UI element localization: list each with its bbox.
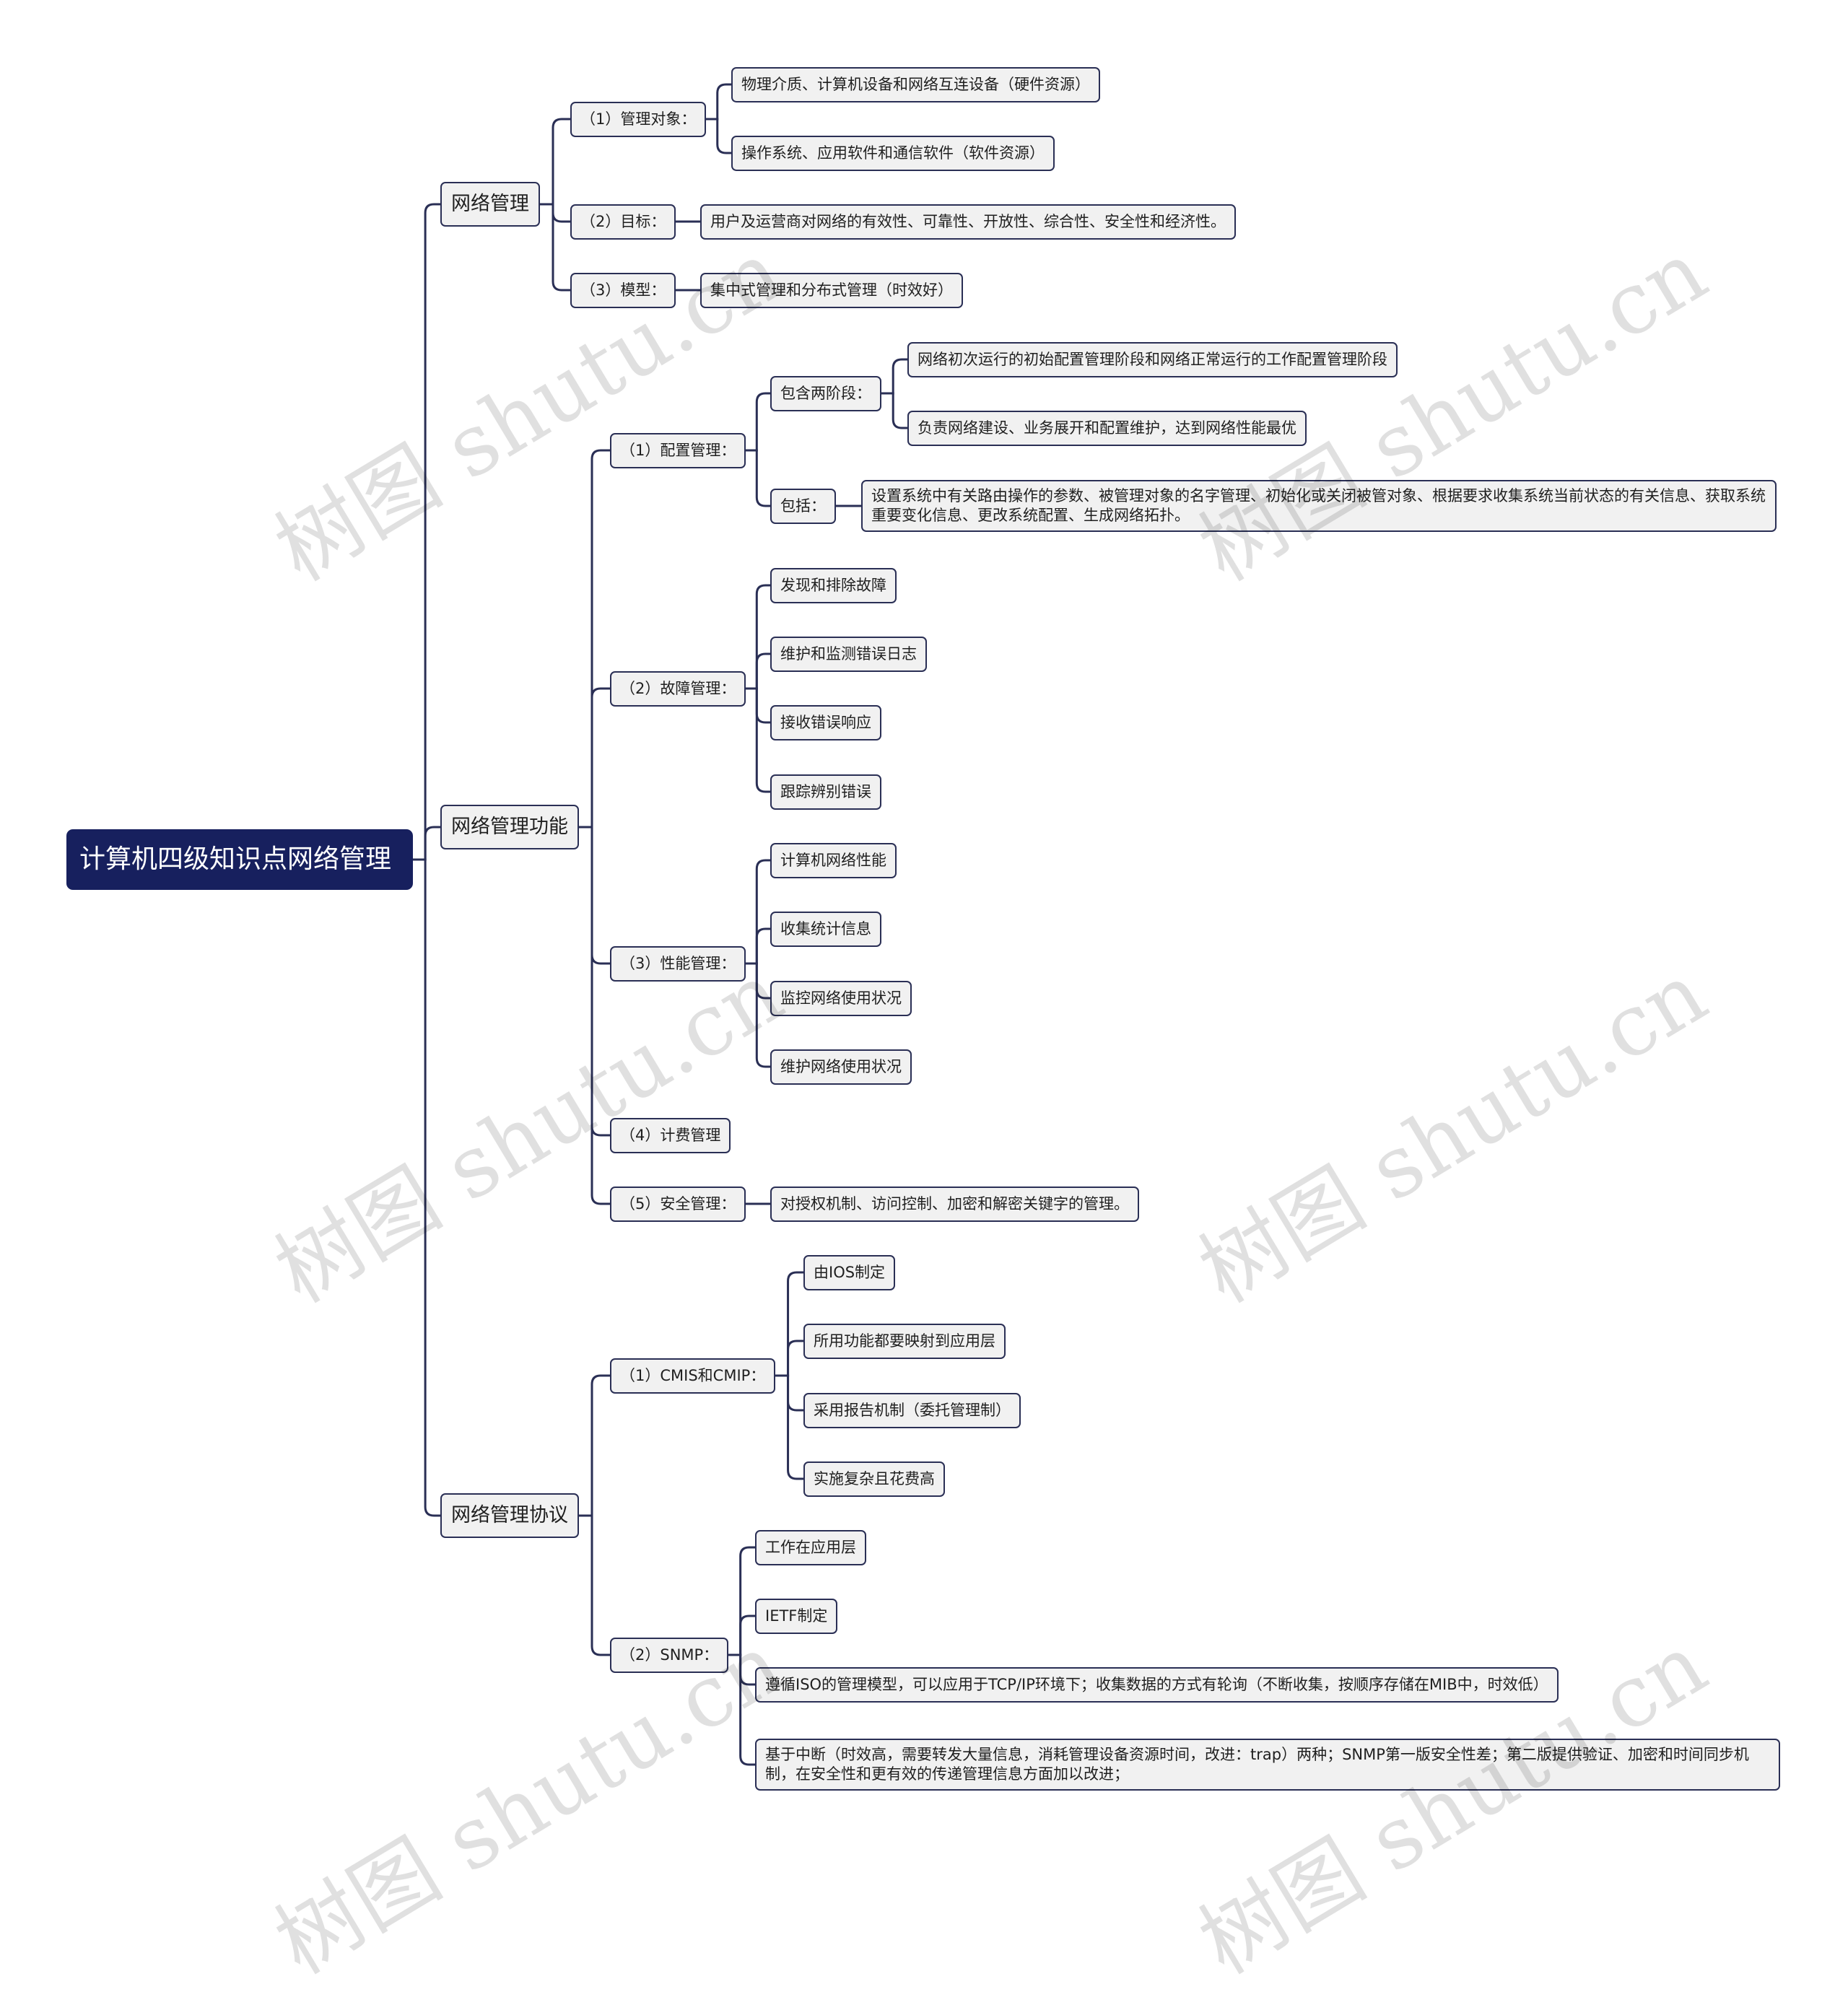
- node-0-2-0[interactable]: 集中式管理和分布式管理（时效好）: [700, 272, 963, 308]
- node-1-2-0[interactable]: 计算机网络性能: [770, 842, 897, 878]
- node-1-1[interactable]: （2）故障管理：: [610, 670, 746, 707]
- edge-1-0-0-1: [881, 392, 907, 429]
- edge-1-0: [579, 449, 610, 829]
- node-2-0-3[interactable]: 实施复杂且花费高: [803, 1461, 945, 1497]
- edge-1-0-1: [746, 449, 770, 507]
- node-0-0[interactable]: （1）管理对象：: [570, 101, 707, 137]
- node-1-3[interactable]: （4）计费管理: [610, 1117, 731, 1153]
- edge-1-0-0: [746, 392, 770, 452]
- node-2-1-3[interactable]: 基于中断（时效高，需要转发大量信息，消耗管理设备资源时间，改进：trap）两种；…: [755, 1739, 1780, 1791]
- edge-1-1: [579, 687, 610, 829]
- node-1-0-0[interactable]: 包含两阶段：: [770, 375, 881, 411]
- node-2-1-0[interactable]: 工作在应用层: [755, 1529, 866, 1565]
- node-1-0-1-0[interactable]: 设置系统中有关路由操作的参数、被管理对象的名字管理、初始化或关闭被管对象、根据要…: [861, 480, 1777, 532]
- edge-2-1-1: [728, 1614, 755, 1656]
- node-1-2[interactable]: （3）性能管理：: [610, 945, 746, 982]
- node-0-2[interactable]: （3）模型：: [570, 272, 676, 308]
- edge-1-1-0: [746, 584, 770, 690]
- node-2-0-0[interactable]: 由IOS制定: [803, 1254, 896, 1290]
- edge-0-0: [540, 118, 570, 206]
- node-2-0-2[interactable]: 采用报告机制（委托管理制）: [803, 1392, 1021, 1428]
- node-1-0-0-1[interactable]: 负责网络建设、业务展开和配置维护，达到网络性能最优: [907, 410, 1307, 446]
- node-0-0-1[interactable]: 操作系统、应用软件和通信软件（软件资源）: [731, 135, 1055, 171]
- edge-0-0-0: [706, 83, 731, 121]
- mindmap-canvas: 计算机四级知识点网络管理 网络管理 （1）管理对象： 物理介质、计算机设备和网络互连设…: [66, 66, 1780, 1791]
- node-1-1-1[interactable]: 维护和监测错误日志: [770, 636, 927, 672]
- edge-0-0-1: [706, 118, 731, 154]
- node-1-2-3[interactable]: 维护网络使用状况: [770, 1049, 912, 1085]
- node-1-0[interactable]: （1）配置管理：: [610, 432, 746, 468]
- node-1-1-0[interactable]: 发现和排除故障: [770, 567, 897, 603]
- node-1-0-0-0[interactable]: 网络初次运行的初始配置管理阶段和网络正常运行的工作配置管理阶段: [907, 341, 1398, 377]
- edge-2-0-3: [775, 1374, 803, 1480]
- node-0-1-0[interactable]: 用户及运营商对网络的有效性、可靠性、开放性、综合性、安全性和经济性。: [700, 204, 1236, 240]
- edge-1-1-3: [746, 687, 770, 793]
- edge-1-1-1: [746, 652, 770, 690]
- root-topic[interactable]: 计算机四级知识点网络管理: [66, 829, 413, 890]
- edge-2-1-3: [728, 1653, 755, 1766]
- node-2-1-1[interactable]: IETF制定: [755, 1598, 838, 1634]
- edge-0-2: [540, 203, 570, 292]
- node-1-4-0[interactable]: 对授权机制、访问控制、加密和解密关键字的管理。: [770, 1186, 1139, 1222]
- edge-1-4: [579, 826, 610, 1205]
- node-2[interactable]: 网络管理协议: [440, 1493, 579, 1538]
- node-0-0-0[interactable]: 物理介质、计算机设备和网络互连设备（硬件资源）: [731, 66, 1100, 102]
- edge-1-0-0-0: [881, 358, 907, 395]
- node-1-0-1[interactable]: 包括：: [770, 488, 836, 524]
- edge-1: [413, 826, 440, 861]
- node-2-0-1[interactable]: 所用功能都要映射到应用层: [803, 1323, 1006, 1359]
- node-1-1-2[interactable]: 接收错误响应: [770, 704, 881, 740]
- edge-2-1-0: [728, 1546, 755, 1656]
- connector-lines: [413, 83, 907, 1766]
- edge-1-2-3: [746, 962, 770, 1068]
- edge-2: [413, 858, 440, 1517]
- edge-0: [413, 203, 440, 861]
- node-2-1[interactable]: （2）SNMP：: [610, 1637, 729, 1673]
- node-1-4[interactable]: （5）安全管理：: [610, 1186, 746, 1222]
- node-1-2-2[interactable]: 监控网络使用状况: [770, 980, 912, 1016]
- node-2-1-2[interactable]: 遵循ISO的管理模型，可以应用于TCP/IP环境下；收集数据的方式有轮询（不断收…: [755, 1666, 1559, 1703]
- edge-2-0: [579, 1374, 610, 1517]
- edge-2-0-1: [775, 1340, 803, 1377]
- node-1-2-1[interactable]: 收集统计信息: [770, 911, 881, 947]
- node-1-1-3[interactable]: 跟踪辨别错误: [770, 774, 881, 810]
- node-1[interactable]: 网络管理功能: [440, 805, 579, 849]
- edge-2-0-0: [775, 1271, 803, 1377]
- edge-1-2-1: [746, 927, 770, 965]
- node-0[interactable]: 网络管理: [440, 182, 540, 227]
- node-2-0[interactable]: （1）CMIS和CMIP：: [610, 1358, 776, 1394]
- edge-1-2-0: [746, 859, 770, 965]
- node-0-1[interactable]: （2）目标：: [570, 204, 676, 240]
- edge-2-1: [579, 1514, 610, 1656]
